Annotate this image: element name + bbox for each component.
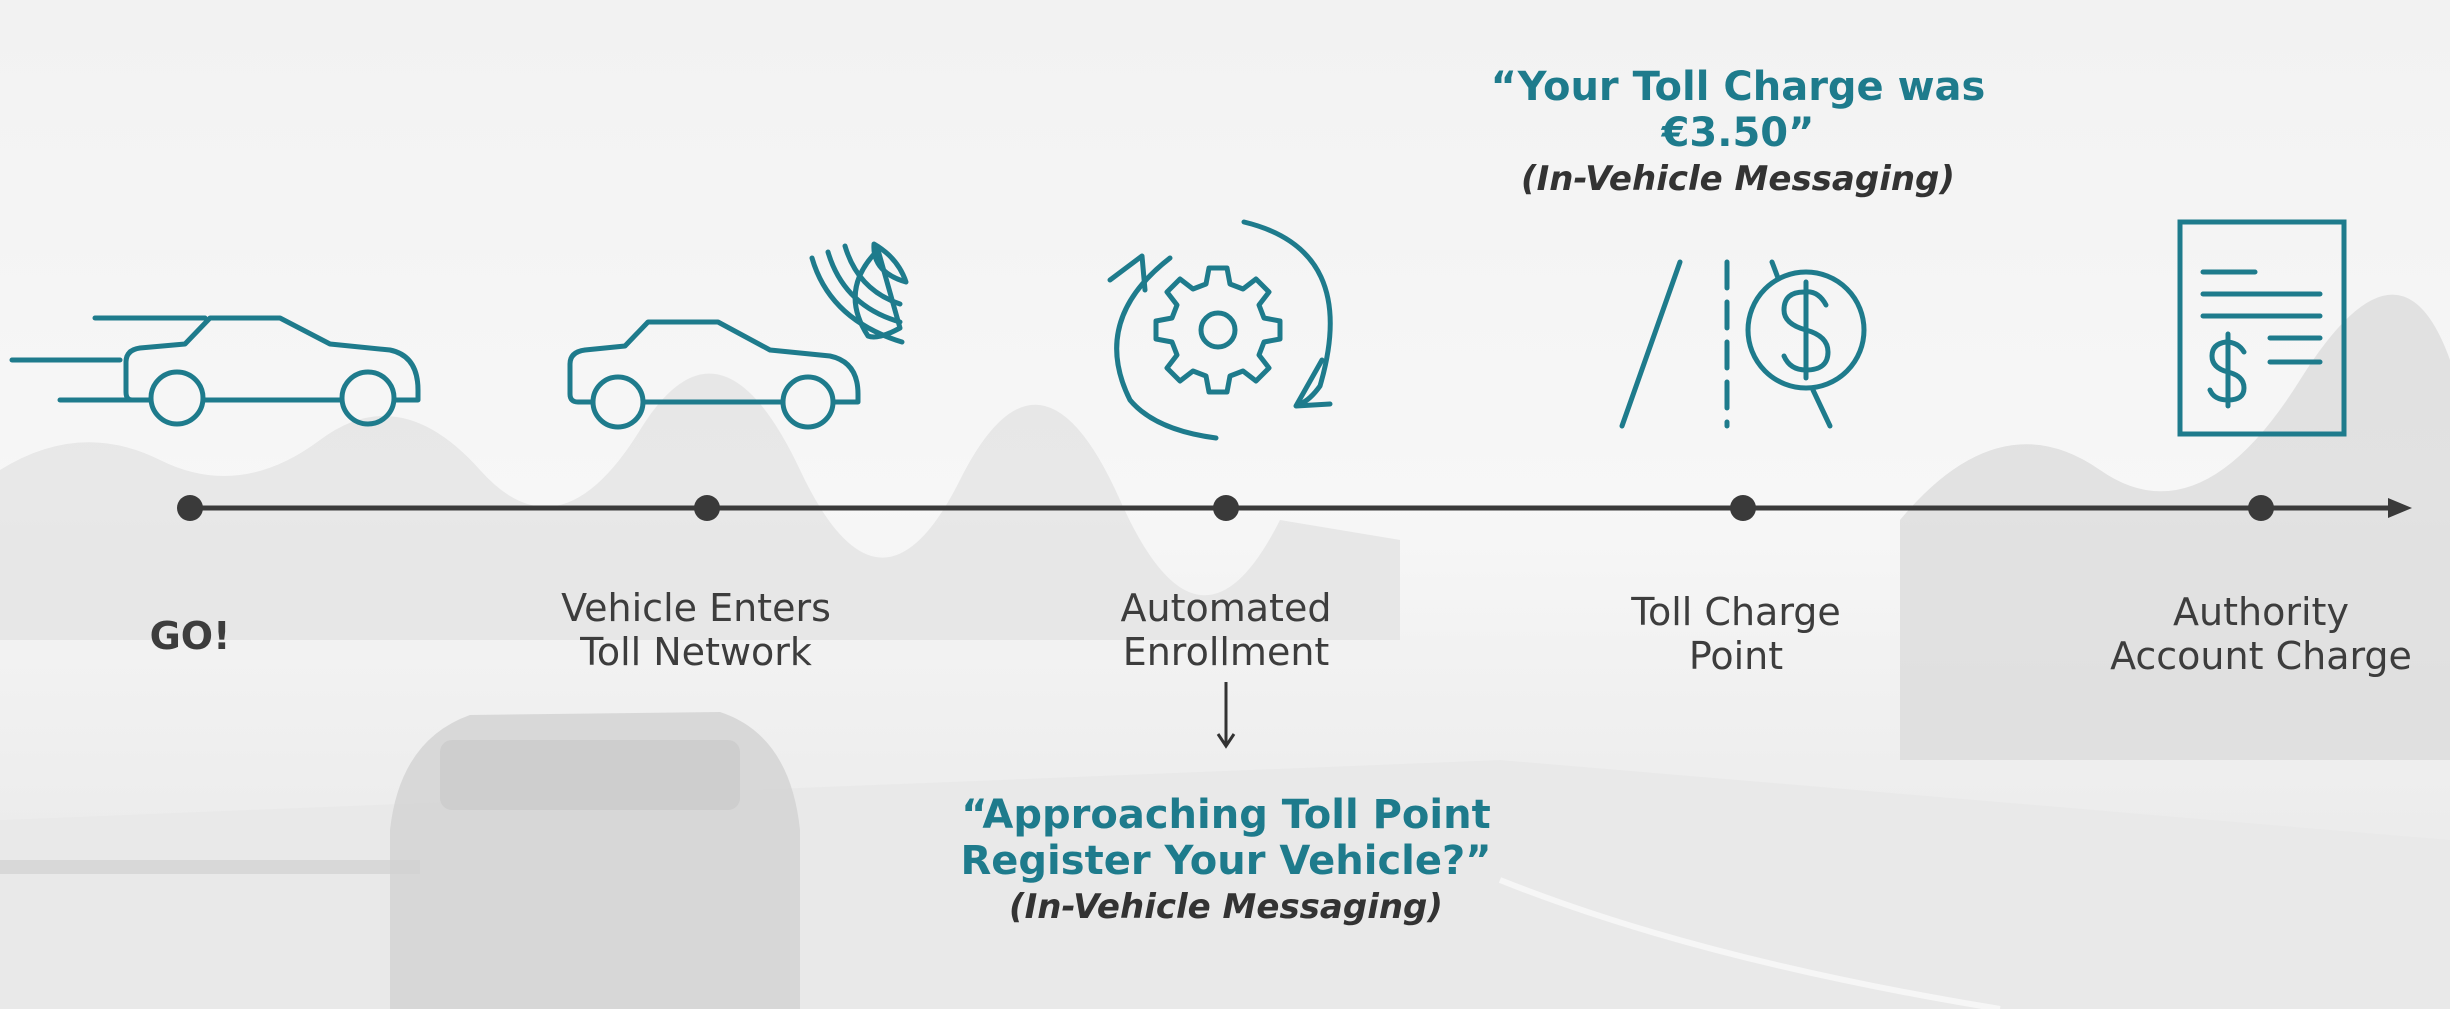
step-toll-point-line1: Toll Charge [1631, 590, 1841, 634]
timeline-dot-enrollment [1213, 495, 1239, 521]
step-enrollment-line2: Enrollment [1122, 630, 1330, 674]
enrollment-callout-sub: (In-Vehicle Messaging) [1009, 887, 1443, 927]
step-vehicle-enters-label: Vehicle Enters Toll Network [561, 586, 831, 674]
enrollment-callout-arrow [1216, 682, 1236, 749]
automation-gear-icon [1107, 219, 1333, 441]
timeline-dot-toll-point [1730, 495, 1756, 521]
step-go-text: GO! [149, 614, 231, 658]
step-toll-point-line2: Point [1688, 634, 1784, 678]
step-account-charge-line1: Authority [2173, 590, 2349, 634]
toll-charge-callout-line1: “Your Toll Charge was [1490, 64, 1986, 110]
enrollment-callout: “Approaching Toll Point Register Your Ve… [960, 792, 1491, 930]
step-toll-point-label: Toll Charge Point [1631, 590, 1841, 678]
enrollment-callout-line2: Register Your Vehicle?” [960, 838, 1492, 884]
timeline-dot-vehicle-enters [694, 495, 720, 521]
step-enrollment-label: Automated Enrollment [1121, 586, 1332, 674]
toll-charge-callout-sub: (In-Vehicle Messaging) [1521, 159, 1955, 199]
step-enrollment-line1: Automated [1120, 586, 1332, 630]
toll-road-dollar-icon [1619, 259, 1867, 429]
timeline-arrowhead [2388, 498, 2412, 518]
timeline-dot-go [177, 495, 203, 521]
step-vehicle-enters-line1: Vehicle Enters [561, 586, 831, 630]
step-account-charge-label: Authority Account Charge [2110, 590, 2412, 678]
speeding-car-icon [9, 315, 421, 427]
toll-charge-callout-line2: €3.50” [1661, 110, 1815, 156]
step-vehicle-enters-line2: Toll Network [580, 630, 812, 674]
connected-car-icon [567, 241, 909, 430]
toll-charge-callout: “Your Toll Charge was €3.50” (In-Vehicle… [1491, 64, 1986, 202]
timeline-dot-account-charge [2248, 495, 2274, 521]
invoice-dollar-icon [2177, 219, 2347, 437]
step-account-charge-line2: Account Charge [2110, 634, 2412, 678]
enrollment-callout-line1: “Approaching Toll Point [961, 792, 1491, 838]
step-go-label: GO! [150, 614, 231, 658]
